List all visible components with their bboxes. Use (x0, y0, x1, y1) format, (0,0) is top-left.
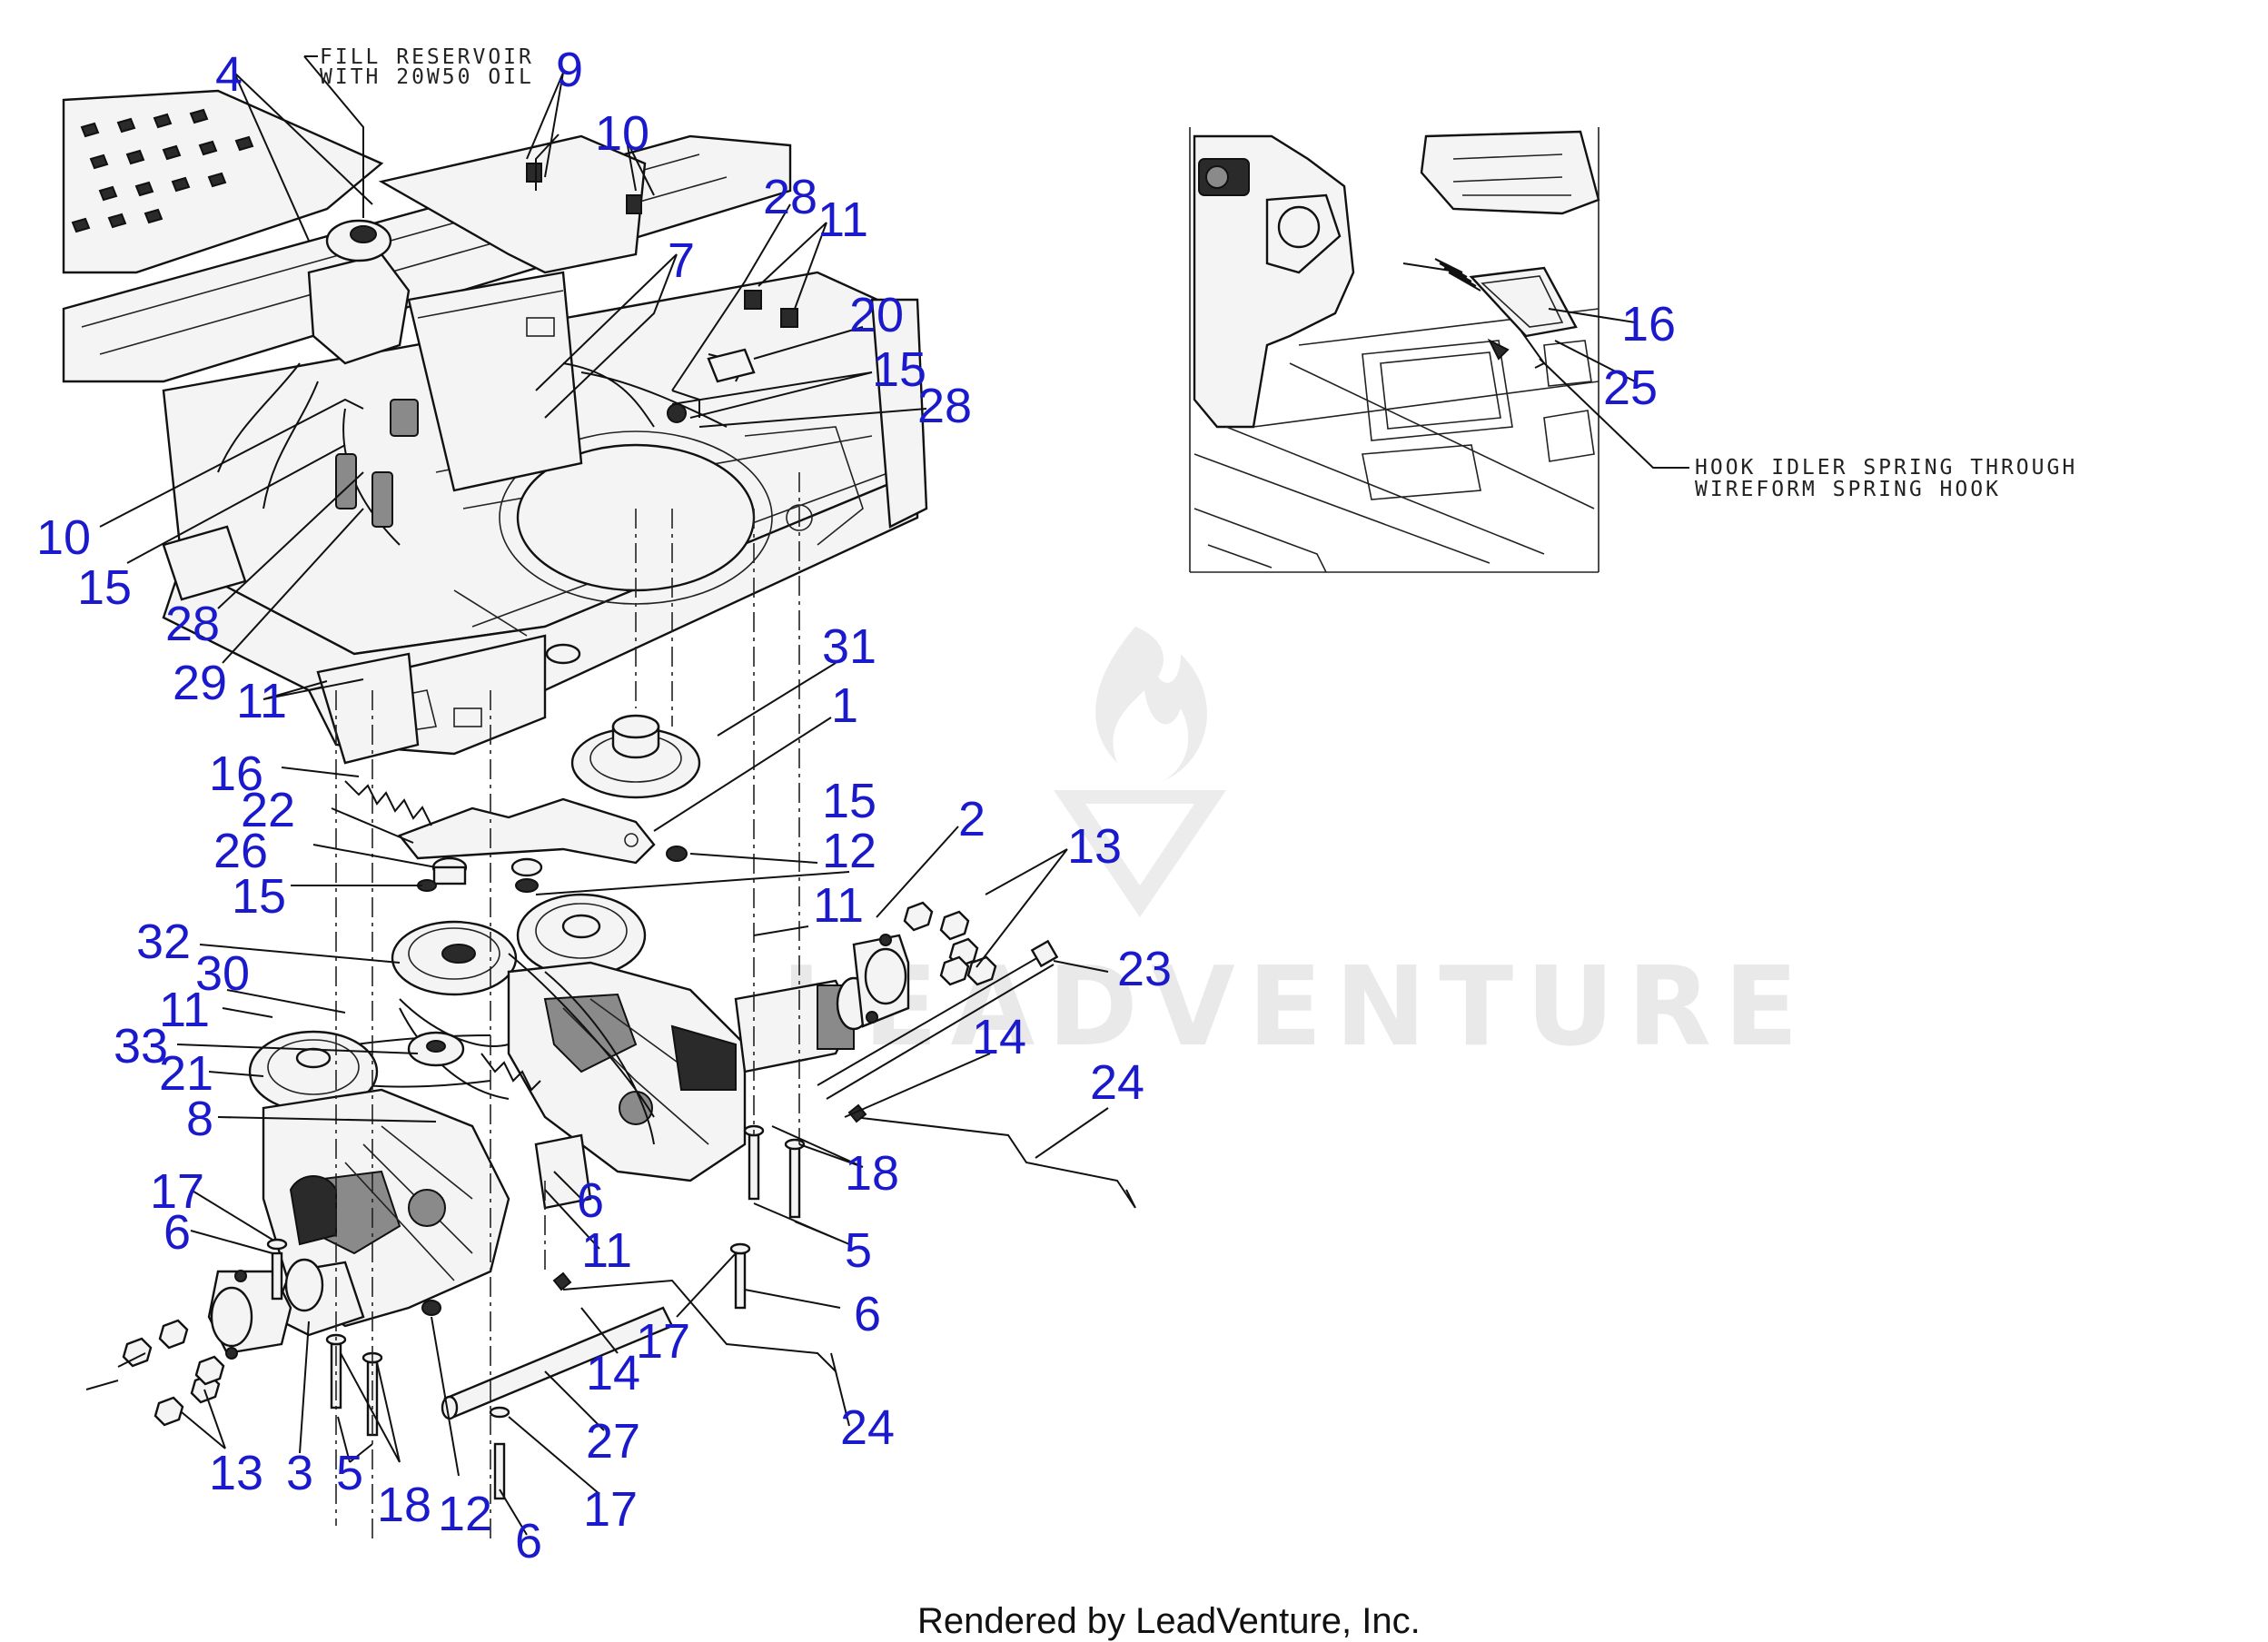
callout-8: 8 (186, 1092, 213, 1146)
callout-20: 20 (849, 288, 904, 342)
transmission-pulley-right (516, 893, 647, 978)
deck-vents (71, 108, 254, 233)
callout-15: 15 (822, 774, 876, 828)
callout-12: 12 (438, 1487, 492, 1541)
fill-reservoir-note-line2: WITH 20W50 OIL (320, 65, 534, 89)
callout-5: 5 (845, 1223, 872, 1278)
hook-spring-note-line1: HOOK IDLER SPRING THROUGH (1695, 456, 2077, 480)
watermark-v-logo (1054, 790, 1226, 917)
callout-11: 11 (159, 983, 210, 1037)
callout-14: 14 (586, 1346, 640, 1400)
hook-spring-note-line2: WIREFORM SPRING HOOK (1695, 478, 2001, 501)
rendered-by-footer: Rendered by LeadVenture, Inc. (917, 1601, 1421, 1641)
callout-15: 15 (232, 869, 286, 924)
callout-5: 5 (336, 1446, 363, 1500)
callout-21: 21 (159, 1046, 213, 1101)
callout-14: 14 (972, 1010, 1026, 1064)
callout-18: 18 (377, 1478, 431, 1532)
leader-lines (85, 55, 1109, 1536)
pulley-31 (570, 714, 701, 799)
callout-32: 32 (136, 915, 191, 969)
callout-28: 28 (763, 170, 817, 224)
callout-31: 31 (822, 619, 876, 674)
callout-16: 16 (209, 747, 263, 801)
callout-17: 17 (636, 1314, 690, 1369)
transmission-left (122, 1088, 510, 1427)
callout-10: 10 (595, 106, 649, 161)
callout-15: 15 (872, 342, 926, 397)
callout-2: 2 (958, 792, 985, 846)
callout-17: 17 (150, 1164, 204, 1219)
callout-11: 11 (236, 674, 287, 728)
callouts: 4 9 10 7 28 11 20 15 28 10 15 28 29 11 3… (36, 43, 1676, 1568)
callout-24: 24 (1090, 1055, 1144, 1110)
callout-25: 25 (1603, 361, 1658, 415)
callout-22: 22 (241, 783, 295, 837)
callout-13: 13 (209, 1446, 263, 1500)
callout-11: 11 (581, 1223, 632, 1278)
callout-6: 6 (515, 1514, 542, 1568)
hook-spring-note: HOOK IDLER SPRING THROUGH WIREFORM SPRIN… (1695, 456, 2077, 501)
callout-7: 7 (668, 233, 695, 288)
callout-15: 15 (77, 560, 132, 615)
watermark-flame-logo (1095, 627, 1207, 781)
callout-18: 18 (845, 1146, 899, 1201)
callout-13: 13 (1067, 819, 1122, 874)
callout-6: 6 (854, 1287, 881, 1341)
callout-6: 6 (577, 1173, 604, 1228)
callout-29: 29 (173, 656, 227, 710)
callout-4: 4 (215, 47, 243, 102)
callout-10: 10 (36, 510, 91, 565)
callout-27: 27 (586, 1414, 640, 1469)
watermark: LEADVENTURE (781, 627, 1811, 1071)
callout-1: 1 (831, 678, 858, 733)
callout-28: 28 (165, 597, 220, 651)
fill-reservoir-note-line1: FILL RESERVOIR (320, 45, 534, 69)
callout-11: 11 (813, 878, 864, 933)
callout-24: 24 (840, 1400, 895, 1455)
callout-11: 11 (817, 193, 868, 247)
callout-30: 30 (195, 946, 250, 1001)
callout-26: 26 (213, 824, 268, 878)
watermark-text: LEADVENTURE (781, 945, 1811, 1071)
callout-17: 17 (583, 1482, 638, 1537)
callout-6: 6 (163, 1205, 191, 1260)
pulley-21 (248, 1030, 379, 1113)
callout-33: 33 (114, 1019, 168, 1073)
pulley-32 (391, 920, 518, 996)
callout-3: 3 (286, 1446, 313, 1500)
fill-reservoir-note: FILL RESERVOIR WITH 20W50 OIL (304, 45, 534, 89)
callout-9: 9 (556, 43, 583, 97)
inset-detail (1189, 127, 1689, 573)
callout-12: 12 (822, 824, 876, 878)
idler-arm-22 (344, 780, 656, 865)
callout-28: 28 (917, 379, 972, 433)
chassis-frame (62, 89, 928, 765)
callout-16: 16 (1621, 297, 1676, 351)
callout-23: 23 (1117, 942, 1172, 996)
transmission-assembly (122, 472, 1136, 1544)
